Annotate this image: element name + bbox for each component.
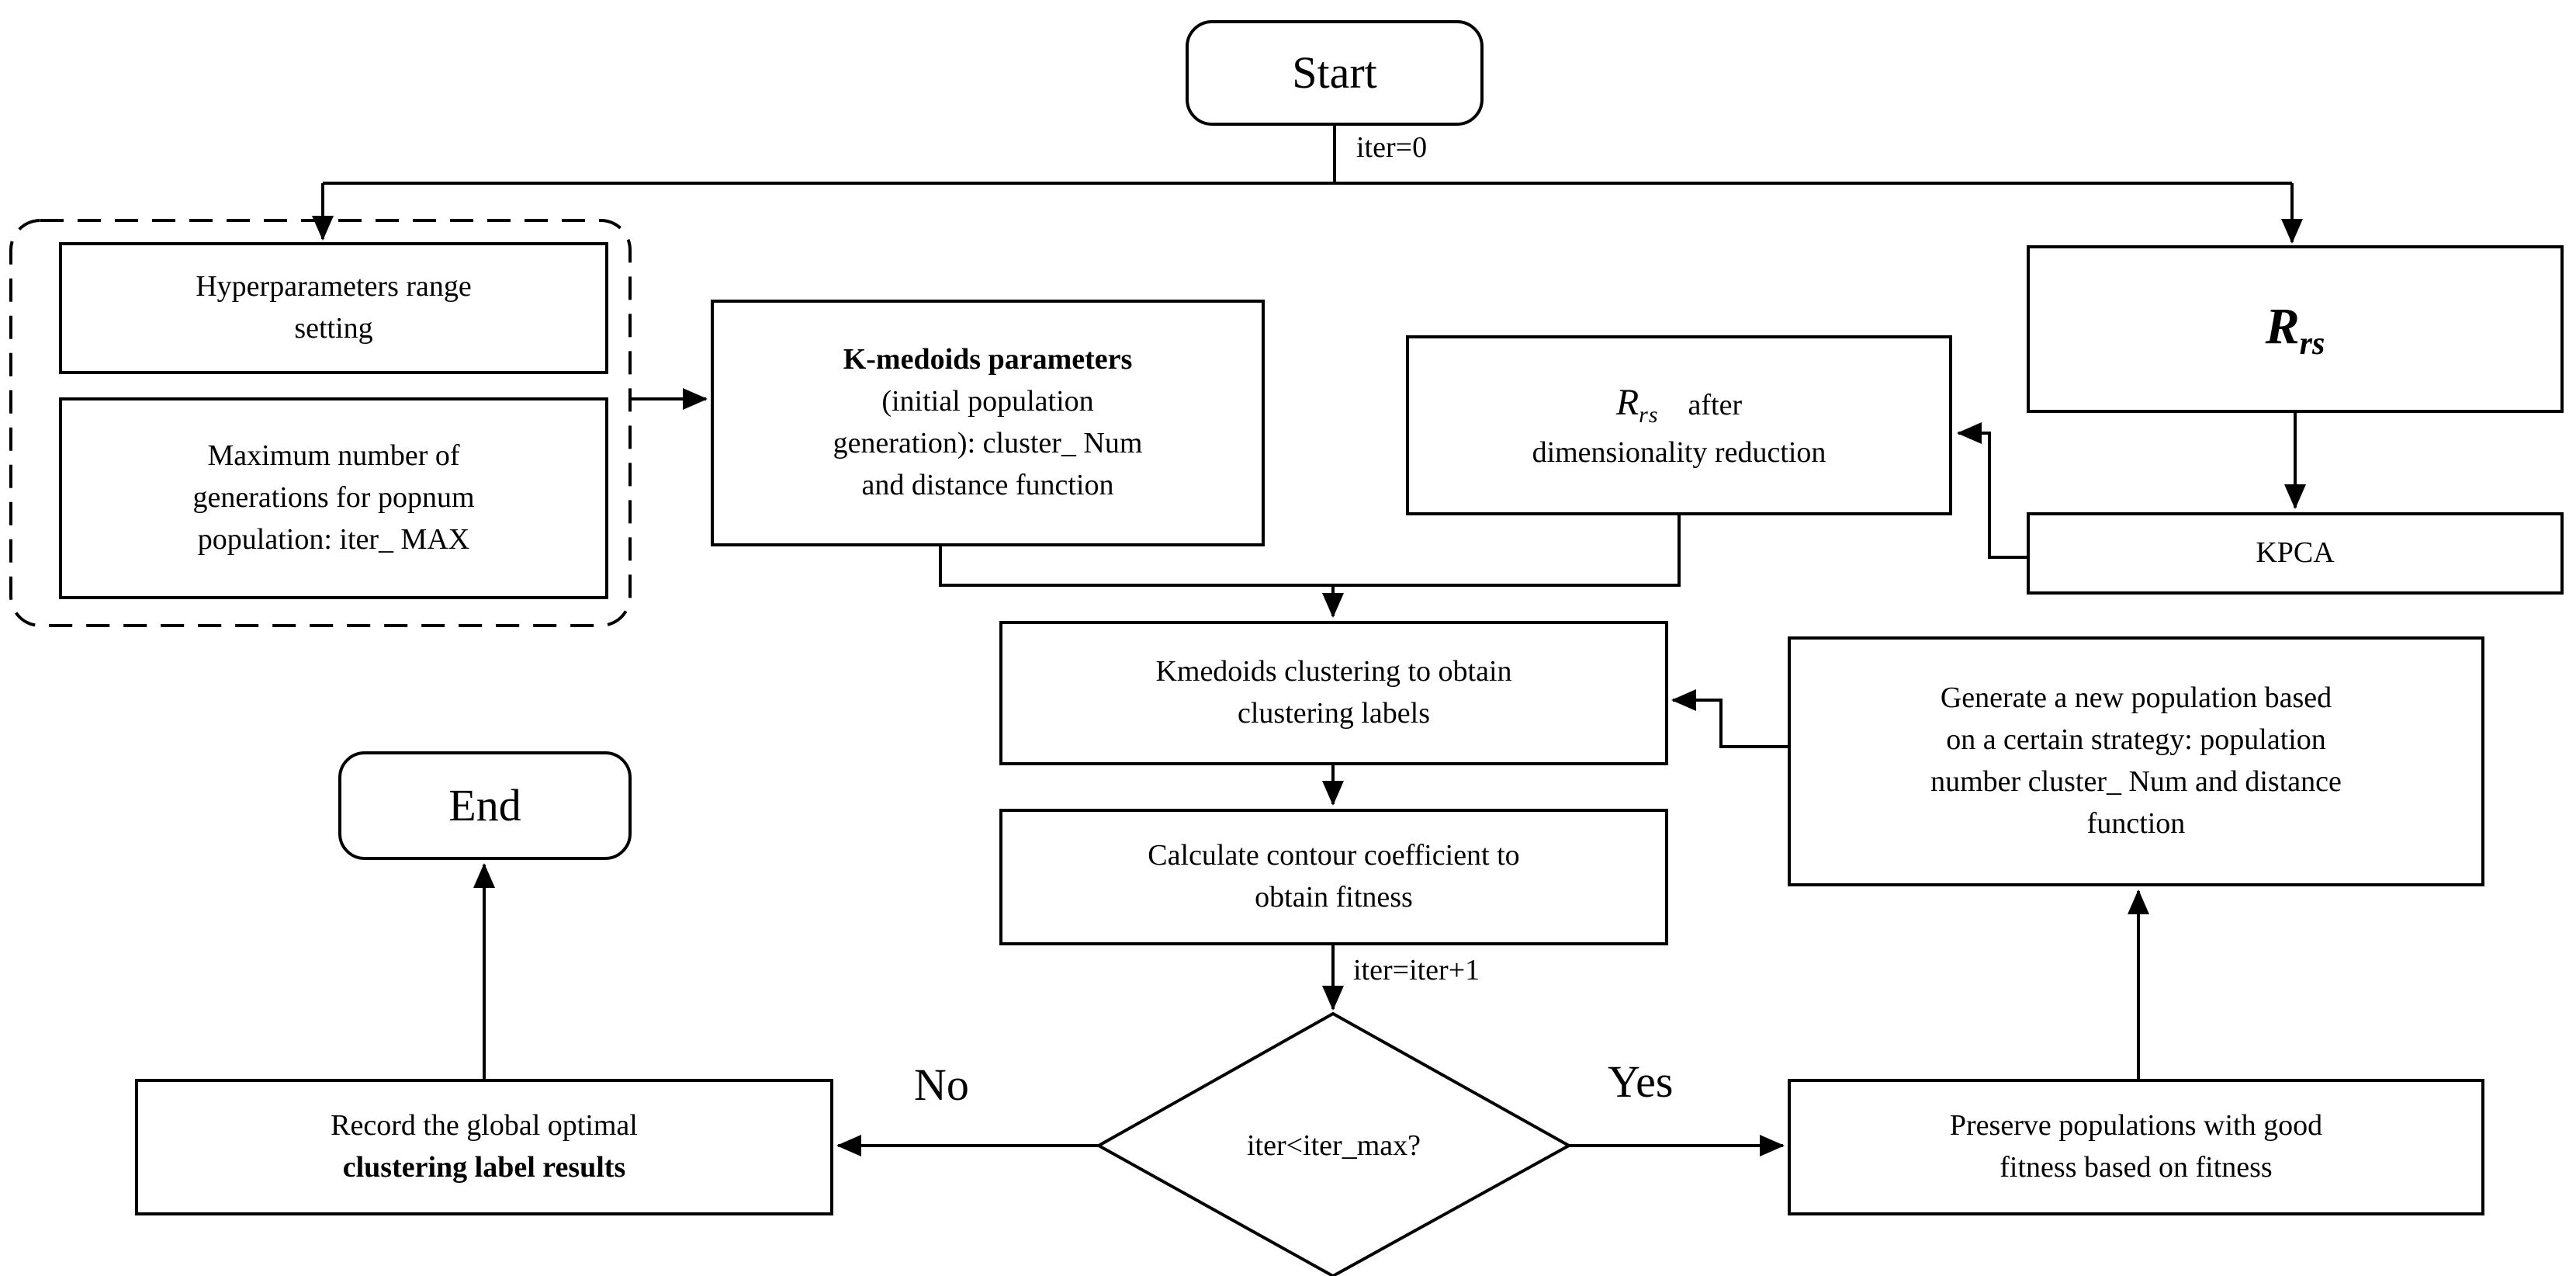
node-contour-fitness: Calculate contour coefficient to obtain … <box>999 809 1668 945</box>
max-generations-line: population: iter_ MAX <box>197 522 470 556</box>
setup-group-dashed-border <box>9 219 632 627</box>
record-optimal-line1: Record the global optimal <box>331 1109 638 1143</box>
rrs-after-subscript: rs <box>1639 402 1659 428</box>
end-label: End <box>448 779 521 830</box>
node-max-generations: Maximum number of generations for popnum… <box>59 397 608 599</box>
node-rrs-after-reduction: Rrs after dimensionality reduction <box>1406 335 1952 515</box>
node-end: End <box>338 751 632 860</box>
decision-diamond <box>1095 1011 1573 1276</box>
contour-fitness-line: Calculate contour coefficient to <box>1148 839 1520 872</box>
generate-population-line: number cluster_ Num and distance <box>1930 765 2342 798</box>
start-label: Start <box>1292 47 1377 98</box>
generate-population-line: on a certain strategy: population <box>1946 723 2326 757</box>
rrs-after-symbol: R <box>1615 382 1639 424</box>
preserve-line: fitness based on fitness <box>2000 1151 2273 1184</box>
node-rrs: Rrs <box>2027 245 2564 413</box>
generate-population-line: function <box>2086 806 2186 840</box>
branch-label-no: No <box>914 1059 969 1110</box>
node-record-optimal: Record the global optimal clustering lab… <box>135 1079 833 1215</box>
node-clustering: Kmedoids clustering to obtain clustering… <box>999 621 1668 765</box>
node-generate-population: Generate a new population based on a cer… <box>1788 636 2484 886</box>
kpca-label: KPCA <box>2256 536 2335 570</box>
node-start: Start <box>1186 20 1484 126</box>
contour-fitness-line: obtain fitness <box>1255 881 1413 914</box>
node-kmedoids-params: K-medoids parameters (initial population… <box>711 300 1265 546</box>
node-preserve: Preserve populations with good fitness b… <box>1788 1079 2484 1215</box>
kmedoids-params-line: generation): cluster_ Num <box>833 427 1143 459</box>
kmedoids-params-title: K-medoids parameters <box>843 343 1133 376</box>
kmedoids-params-line: and distance function <box>861 468 1114 501</box>
rrs-after-suffix: after <box>1688 389 1743 422</box>
node-hyperparameters: Hyperparameters range setting <box>59 242 608 374</box>
max-generations-line: Maximum number of <box>207 439 460 473</box>
edge-merge-to-clustering <box>939 515 1681 587</box>
decision-label: iter<iter_max? <box>1247 1129 1421 1162</box>
clustering-line: clustering labels <box>1238 697 1430 730</box>
generate-population-line: Generate a new population based <box>1940 681 2332 715</box>
rrs-symbol: R <box>2265 298 2300 355</box>
rrs-after-formula-line: Rrs after <box>1616 376 1742 432</box>
rrs-subscript: rs <box>2299 326 2325 362</box>
edge-label-iter-increment: iter=iter+1 <box>1353 954 1480 986</box>
clustering-line: Kmedoids clustering to obtain <box>1155 655 1512 688</box>
hyperparameters-line: Hyperparameters range <box>196 270 472 303</box>
record-optimal-line2: clustering label results <box>342 1151 626 1184</box>
rrs-formula: Rrs <box>2266 290 2325 368</box>
hyperparameters-line: setting <box>294 312 373 345</box>
edge-label-iter-init: iter=0 <box>1356 131 1428 164</box>
decision-label-wrap: iter<iter_max? <box>1099 1029 1569 1262</box>
rrs-after-line2: dimensionality reduction <box>1532 435 1826 469</box>
kmedoids-params-line: (initial population <box>881 385 1094 418</box>
branch-label-yes: Yes <box>1608 1056 1674 1107</box>
node-kpca: KPCA <box>2027 512 2564 595</box>
max-generations-line: generations for popnum <box>192 481 475 515</box>
edge-generate-to-clustering <box>1671 689 1788 748</box>
edge-kpca-to-rrs-after <box>1957 422 2027 559</box>
preserve-line: Preserve populations with good <box>1949 1109 2323 1143</box>
